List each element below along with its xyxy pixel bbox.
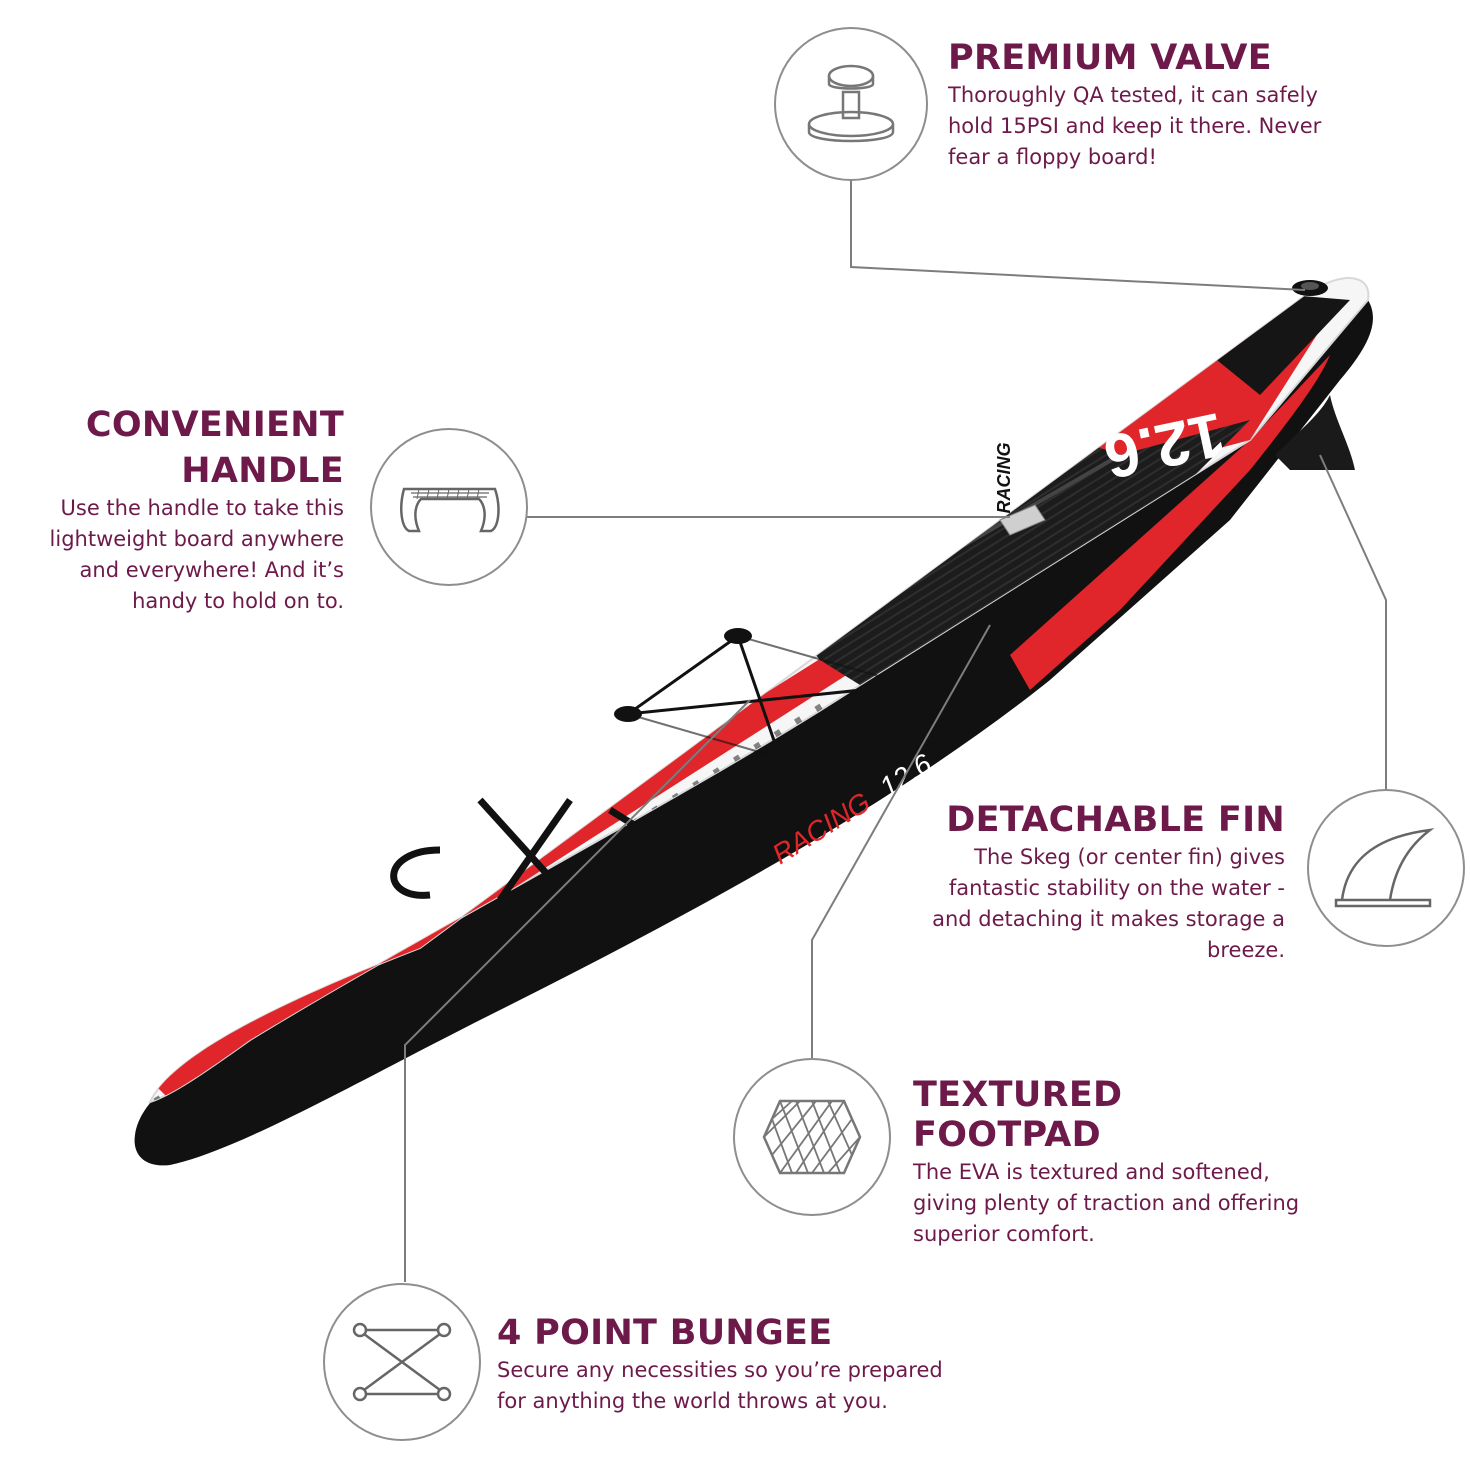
- handle-description: Use the handle to take this lightweight …: [49, 496, 344, 613]
- handle-icon: [370, 428, 528, 586]
- board-valve: [1292, 280, 1328, 296]
- board-logo: [390, 797, 692, 908]
- rail-red-panel: [1010, 355, 1330, 690]
- bungee-icon: [323, 1283, 481, 1441]
- handle-title-line1: CONVENIENT: [85, 405, 344, 445]
- connector-lines: [404, 180, 1387, 1282]
- feature-handle: CONVENIENT HANDLE Use the handle to take…: [14, 405, 344, 617]
- valve-connector: [850, 180, 1306, 291]
- feature-bungee: 4 POINT BUNGEE Secure any necessities so…: [497, 1313, 977, 1417]
- valve-description: Thoroughly QA tested, it can safely hold…: [948, 83, 1322, 169]
- bungee-connector: [404, 699, 751, 1282]
- board-fin: [1275, 395, 1355, 470]
- valve-title: PREMIUM VALVE: [948, 38, 1272, 78]
- footpad-connector: [811, 624, 991, 1058]
- fin-description: The Skeg (or center fin) gives fantastic…: [932, 845, 1285, 962]
- valve-icon: [774, 27, 928, 181]
- feature-fin: DETACHABLE FIN The Skeg (or center fin) …: [915, 800, 1285, 966]
- fin-icon: [1307, 789, 1465, 947]
- pad-label: RACING: [994, 443, 1014, 514]
- footpad-description: The EVA is textured and softened, giving…: [913, 1160, 1300, 1246]
- handle-title-line2: HANDLE: [181, 451, 344, 491]
- deck-handle: [999, 504, 1046, 536]
- fin-title: DETACHABLE FIN: [946, 800, 1285, 840]
- footpad-icon: [733, 1058, 891, 1216]
- bungee-description: Secure any necessities so you’re prepare…: [497, 1358, 943, 1413]
- bungee-title: 4 POINT BUNGEE: [497, 1313, 833, 1353]
- footpad: [770, 420, 1250, 685]
- feature-footpad: TEXTURED FOOTPAD The EVA is textured and…: [913, 1075, 1313, 1250]
- board-rail: [134, 300, 1373, 1166]
- fin-connector: [1319, 454, 1387, 790]
- footpad-title: TEXTURED FOOTPAD: [913, 1075, 1123, 1155]
- feature-valve: PREMIUM VALVE Thoroughly QA tested, it c…: [948, 38, 1368, 173]
- deck-bungee: [614, 628, 924, 766]
